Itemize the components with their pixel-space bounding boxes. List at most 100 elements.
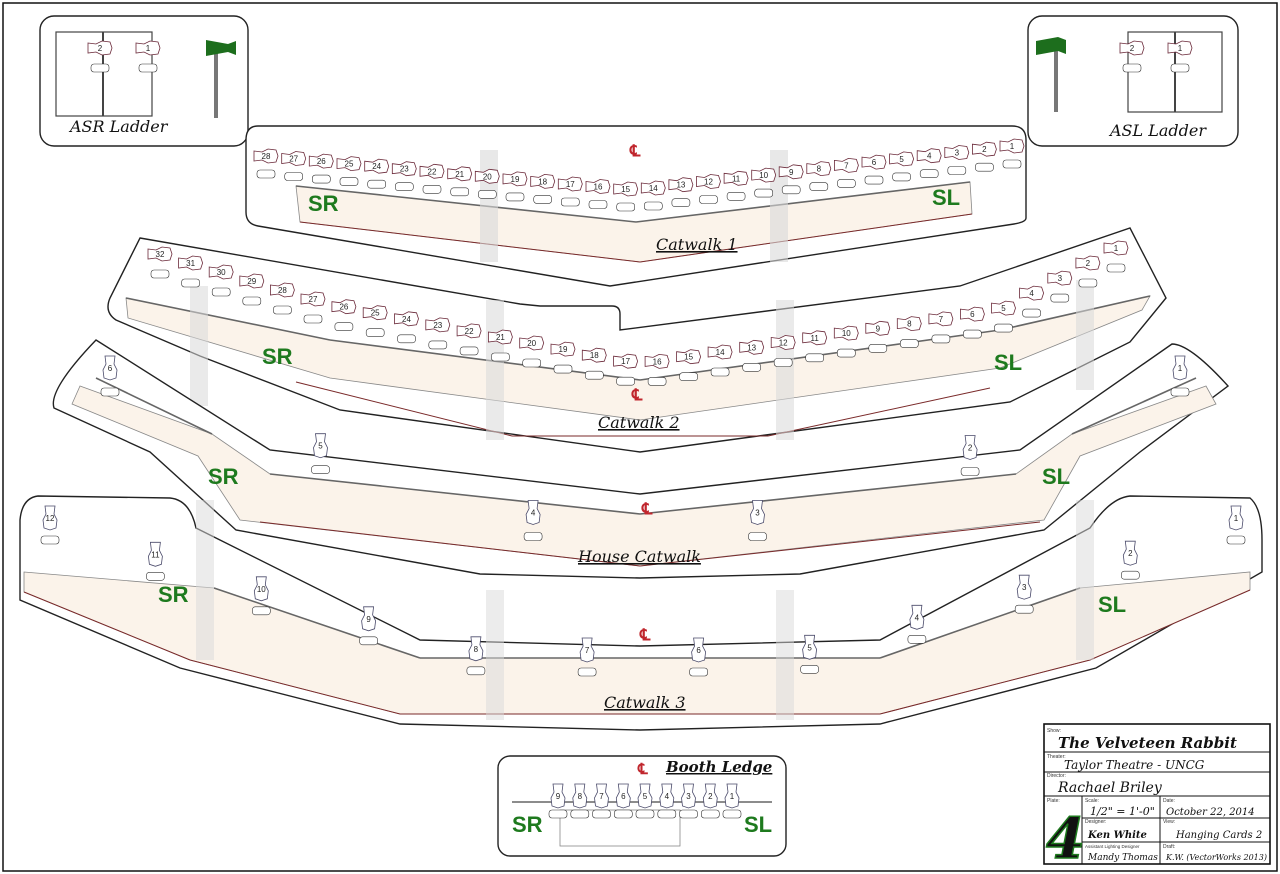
catwalk-3-title: Catwalk 3 bbox=[604, 693, 686, 712]
unit-number: 25 bbox=[371, 309, 380, 318]
hanging-card bbox=[1078, 278, 1098, 288]
lighting-fixture-icon: 7 bbox=[928, 311, 954, 344]
unit-number: 4 bbox=[665, 792, 670, 801]
lighting-fixture-icon: 9 bbox=[548, 783, 568, 819]
hanging-card bbox=[138, 63, 158, 73]
director-name: Rachael Briley bbox=[1057, 780, 1163, 796]
asl-ladder-title: ASL Ladder bbox=[1108, 121, 1207, 140]
unit-number: 4 bbox=[1029, 289, 1034, 298]
hanging-card bbox=[947, 166, 967, 175]
unit-number: 3 bbox=[1022, 583, 1027, 592]
hanging-card bbox=[40, 535, 60, 545]
lighting-fixture-icon: 4 bbox=[657, 783, 677, 819]
lighting-fixture-icon: 22 bbox=[419, 163, 445, 194]
hanging-card bbox=[1002, 159, 1022, 169]
hanging-card bbox=[311, 174, 331, 184]
unit-number: 6 bbox=[621, 792, 626, 801]
unit-number: 32 bbox=[156, 250, 165, 259]
lighting-fixture-icon: 6 bbox=[100, 355, 120, 397]
catwalk-1-sr-label: SR bbox=[308, 191, 339, 216]
lighting-fixture-icon: 8 bbox=[806, 161, 832, 191]
unit-number: 10 bbox=[842, 329, 851, 338]
unit-number: 15 bbox=[684, 353, 693, 362]
hanging-card bbox=[1022, 308, 1041, 318]
lighting-fixture-icon: 25 bbox=[336, 156, 362, 186]
lighting-fixture-icon: 22 bbox=[456, 323, 482, 356]
hanging-card bbox=[742, 362, 762, 372]
hanging-card bbox=[505, 192, 525, 202]
unit-number: 11 bbox=[151, 550, 160, 559]
hanging-card bbox=[748, 532, 767, 541]
lighting-fixture-icon: 4 bbox=[523, 500, 543, 541]
unit-number: 5 bbox=[899, 155, 904, 164]
unit-number: 19 bbox=[559, 345, 568, 354]
hanging-card bbox=[273, 305, 292, 315]
unit-number: 20 bbox=[527, 339, 536, 348]
hanging-card bbox=[150, 269, 170, 279]
lighting-fixture-icon: 6 bbox=[613, 783, 633, 819]
hanging-card bbox=[365, 328, 385, 338]
unit-number: 21 bbox=[455, 170, 464, 179]
lighting-fixture-icon: 1 bbox=[1103, 240, 1129, 273]
catwalk-3-centerline: ℄ bbox=[639, 627, 651, 644]
lighting-fixture-icon: 11 bbox=[723, 170, 749, 201]
hanging-card bbox=[90, 63, 110, 73]
booth-ledge-sl-label: SL bbox=[744, 812, 772, 837]
booth-ledge-centerline: ℄ bbox=[637, 761, 648, 778]
lighting-fixture-icon: 12 bbox=[696, 174, 721, 204]
unit-number: 7 bbox=[939, 315, 944, 324]
unit-number: 8 bbox=[817, 165, 822, 174]
unit-number: 13 bbox=[676, 181, 685, 190]
lighting-fixture-icon: 14 bbox=[640, 180, 666, 211]
unit-number: 13 bbox=[747, 343, 756, 352]
house-catwalk-centerline: ℄ bbox=[641, 501, 653, 518]
hanging-card bbox=[100, 387, 120, 397]
lighting-fixture-icon: 1 bbox=[722, 783, 742, 819]
hanging-card bbox=[892, 172, 911, 182]
title-block: Show: The Velveteen Rabbit Theater: Tayl… bbox=[1043, 723, 1271, 873]
lighting-fixture-icon: 5 bbox=[991, 300, 1016, 333]
hanging-card bbox=[837, 179, 856, 188]
assistant-label: Assistant Lighting Designer bbox=[1085, 844, 1140, 849]
lighting-fixture-icon: 4 bbox=[1019, 285, 1044, 318]
hanging-card bbox=[773, 358, 793, 367]
unit-number: 6 bbox=[696, 646, 701, 655]
lighting-fixture-icon: 2 bbox=[960, 435, 980, 476]
unit-number: 28 bbox=[278, 286, 287, 295]
lighting-fixture-icon: 27 bbox=[281, 151, 307, 181]
lighting-fixture-icon: 3 bbox=[1014, 574, 1034, 614]
unit-number: 18 bbox=[538, 177, 547, 186]
house-catwalk-title: House Catwalk bbox=[577, 547, 701, 566]
lighting-fixture-icon: 7 bbox=[834, 157, 859, 188]
lighting-fixture-icon: 16 bbox=[585, 179, 611, 209]
unit-number: 9 bbox=[876, 324, 881, 333]
unit-number: 16 bbox=[594, 183, 603, 192]
lighting-fixture-icon: 18 bbox=[581, 347, 607, 380]
unit-number: 8 bbox=[474, 645, 479, 654]
unit-number: 19 bbox=[511, 175, 520, 184]
designer-label: Designer: bbox=[1085, 819, 1106, 825]
unit-number: 26 bbox=[317, 157, 326, 166]
unit-number: 30 bbox=[217, 268, 226, 277]
unit-number: 12 bbox=[779, 339, 788, 348]
unit-number: 10 bbox=[759, 171, 768, 180]
lighting-fixture-icon: 8 bbox=[570, 783, 590, 819]
unit-number: 14 bbox=[716, 348, 725, 357]
plate-label: Plate: bbox=[1047, 798, 1060, 804]
hanging-card bbox=[523, 532, 543, 541]
lighting-fixture-icon: 10 bbox=[833, 325, 859, 358]
unit-number: 11 bbox=[732, 174, 741, 183]
hanging-card bbox=[1226, 535, 1246, 545]
hanging-card bbox=[592, 809, 611, 819]
unit-number: 25 bbox=[345, 160, 354, 169]
unit-number: 7 bbox=[585, 646, 590, 655]
lighting-fixture-icon: 9 bbox=[778, 164, 804, 195]
hanging-card bbox=[868, 343, 888, 353]
lighting-fixture-icon: 2 bbox=[1075, 255, 1101, 288]
